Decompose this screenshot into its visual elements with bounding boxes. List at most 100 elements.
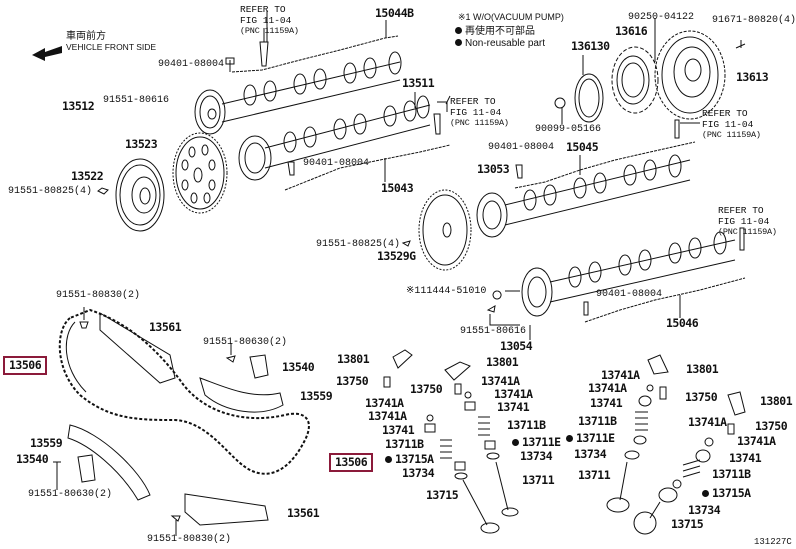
refer-line2: FIG 11-04 <box>702 119 754 130</box>
chain-guide-13561-upper <box>99 312 176 384</box>
part-13523[interactable]: 13523 <box>125 137 158 151</box>
part-13512[interactable]: 13512 <box>62 99 95 113</box>
part-13801[interactable]: 13801 <box>686 362 719 376</box>
part-91551-80830[interactable]: 91551-80830(2) <box>147 534 232 545</box>
part-13734[interactable]: 13734 <box>574 447 607 461</box>
figure-id: 131227C <box>754 537 792 547</box>
part-13054[interactable]: 13054 <box>500 339 533 353</box>
part-13540[interactable]: 13540 <box>16 452 49 466</box>
part-13741A[interactable]: 13741A <box>601 368 640 382</box>
legend-non-reusable-jp-text: 再使用不可部品 <box>465 26 535 37</box>
part-13741A[interactable]: 13741A <box>365 396 404 410</box>
part-13741[interactable]: 13741 <box>590 396 623 410</box>
chain-guide-13559-upper <box>199 377 284 413</box>
part-11444-51010[interactable]: ※111444-51010 <box>406 286 487 297</box>
refer-line1: REFER TO <box>240 4 286 15</box>
part-13715[interactable]: 13715 <box>671 517 704 531</box>
part-13711B[interactable]: 13711B <box>712 467 751 481</box>
part-13613[interactable]: 13613 <box>736 70 769 84</box>
valve-group-2 <box>444 361 519 517</box>
part-13741[interactable]: 13741 <box>729 451 762 465</box>
part-91551-80830[interactable]: 91551-80830(2) <box>56 290 141 301</box>
part-13711[interactable]: 13711 <box>578 468 611 482</box>
part-13561[interactable]: 13561 <box>149 320 182 334</box>
part-13801[interactable]: 13801 <box>337 352 370 366</box>
part-13561[interactable]: 13561 <box>287 506 320 520</box>
part-13522[interactable]: 13522 <box>71 169 104 183</box>
part-91671-80820[interactable]: 91671-80820(4) <box>712 15 796 26</box>
part-13559[interactable]: 13559 <box>30 436 63 450</box>
legend-non-reusable-jp: 再使用不可部品 <box>455 26 535 37</box>
part-136130[interactable]: 136130 <box>571 39 610 53</box>
part-15043[interactable]: 15043 <box>381 181 414 195</box>
refer-pnc: (PNC 11159A) <box>718 227 777 237</box>
part-90250-04122[interactable]: 90250-04122 <box>628 12 695 23</box>
part-13711B[interactable]: 13711B <box>385 437 424 451</box>
part-13711[interactable]: 13711 <box>522 473 555 487</box>
part-13711B[interactable]: 13711B <box>578 414 617 428</box>
part-91551-80616[interactable]: 91551-80616 <box>103 95 170 106</box>
part-13734[interactable]: 13734 <box>520 449 553 463</box>
part-91551-80825[interactable]: 91551-80825(4) <box>316 239 401 250</box>
part-91551-80630[interactable]: 91551-80630(2) <box>203 337 288 348</box>
refer-pnc: (PNC 11159A) <box>240 26 299 36</box>
part-13801[interactable]: 13801 <box>760 394 793 408</box>
part-13715[interactable]: 13715 <box>426 488 459 502</box>
part-90401-08004[interactable]: 90401-08004 <box>158 59 225 70</box>
part-13734[interactable]: 13734 <box>402 466 435 480</box>
part-13741A[interactable]: 13741A <box>368 409 407 423</box>
part-13750[interactable]: 13750 <box>685 390 718 404</box>
part-13711B[interactable]: 13711B <box>507 418 546 432</box>
part-13741A[interactable]: 13741A <box>588 381 627 395</box>
part-13616[interactable]: 13616 <box>615 24 648 38</box>
legend-non-reusable-en: Non-reusable part <box>455 38 545 49</box>
part-13715A[interactable]: 13715A <box>385 453 434 465</box>
part-13750[interactable]: 13750 <box>755 419 788 433</box>
part-90401-08004[interactable]: 90401-08004 <box>303 158 370 169</box>
part-91551-80630[interactable]: 91551-80630(2) <box>28 489 113 500</box>
part-13741A[interactable]: 13741A <box>494 387 533 401</box>
valve-group-4 <box>633 391 746 535</box>
part-90401-08004[interactable]: 90401-08004 <box>488 142 555 153</box>
camshaft-13511-drawing <box>238 95 431 181</box>
part-15046[interactable]: 15046 <box>666 316 699 330</box>
non-reusable-dot-icon <box>455 27 462 34</box>
part-13506-highlighted[interactable]: 13506 <box>329 453 374 472</box>
part-13511[interactable]: 13511 <box>402 76 435 90</box>
part-90099-05166[interactable]: 90099-05166 <box>535 124 602 135</box>
part-13711E[interactable]: 13711E <box>512 436 561 448</box>
part-13750[interactable]: 13750 <box>410 382 443 396</box>
harness-15046 <box>584 277 746 323</box>
part-13053[interactable]: 13053 <box>477 162 510 176</box>
part-13741A[interactable]: 13741A <box>481 374 520 388</box>
part-13741[interactable]: 13741 <box>382 423 415 437</box>
part-13801[interactable]: 13801 <box>486 355 519 369</box>
part-13734[interactable]: 13734 <box>688 503 721 517</box>
part-13529G[interactable]: 13529G <box>377 249 416 263</box>
chain-guide-13561-lower <box>184 493 269 526</box>
non-reusable-dot-icon <box>566 435 573 442</box>
part-15045[interactable]: 15045 <box>566 140 599 154</box>
part-13559[interactable]: 13559 <box>300 389 333 403</box>
part-13715A[interactable]: 13715A <box>702 487 751 499</box>
refer-pnc: (PNC 11159A) <box>450 118 509 128</box>
part-13540[interactable]: 13540 <box>282 360 315 374</box>
part-13741[interactable]: 13741 <box>497 400 530 414</box>
part-13711E[interactable]: 13711E <box>566 432 615 444</box>
part-15044B[interactable]: 15044B <box>375 6 414 20</box>
part-13506-highlighted[interactable]: 13506 <box>3 356 48 375</box>
non-reusable-dot-icon <box>512 439 519 446</box>
non-reusable-dot-icon <box>702 490 709 497</box>
part-91551-80616[interactable]: 91551-80616 <box>460 326 527 337</box>
part-13741A[interactable]: 13741A <box>688 415 727 429</box>
part-13750[interactable]: 13750 <box>336 374 369 388</box>
part-90401-08004[interactable]: 90401-08004 <box>596 289 663 300</box>
vehicle-front-label-jp: 車両前方 <box>66 31 106 42</box>
part-13741A[interactable]: 13741A <box>737 434 776 448</box>
part-91551-80825[interactable]: 91551-80825(4) <box>8 186 93 197</box>
